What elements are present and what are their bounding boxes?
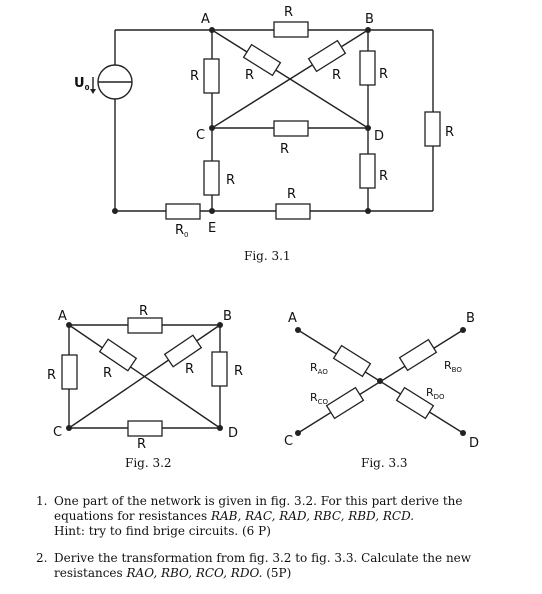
node-b-label: B	[365, 12, 374, 27]
fig33-node-c-label: C	[284, 434, 293, 449]
resistor-d-bottom	[359, 153, 376, 189]
fig33-center-node-dot	[377, 378, 383, 384]
fig32-node-c-dot	[66, 425, 72, 431]
fig33-node-a-dot	[295, 327, 301, 333]
fig33-r-do-label: RDO	[426, 386, 445, 401]
node-c-label: C	[196, 128, 205, 143]
r-d-bottom-label: R	[379, 169, 388, 184]
fig32-r-ab-label: R	[139, 304, 148, 319]
fig32-node-b-dot	[217, 322, 223, 328]
resistor-r0	[165, 203, 201, 220]
fig32-node-d-dot	[217, 425, 223, 431]
node-d-label: D	[374, 129, 384, 144]
task-number: 2.	[36, 551, 48, 565]
fig33-node-d-label: D	[469, 436, 479, 451]
fig33-r-bo-label: RBO	[444, 359, 462, 374]
task-text: One part of the network is given in fig.…	[54, 494, 463, 523]
task-hint: Hint: try to find brige circuits. (6 P)	[54, 524, 271, 538]
task-resistances: RAO, RBO, RCO, RDO.	[126, 566, 263, 580]
fig33-node-b-label: B	[466, 311, 475, 326]
fig32-resistor-bd	[211, 351, 228, 387]
r0-label: R0	[175, 223, 189, 239]
fig32-resistor-bc	[163, 334, 203, 368]
r-right-label: R	[445, 125, 454, 140]
resistor-ab	[273, 21, 309, 38]
fig-3-2-caption: Fig. 3.2	[125, 456, 172, 470]
fig32-r-bc-label: R	[185, 362, 194, 377]
r-e-bottom-label: R	[287, 187, 296, 202]
fig32-r-ac-label: R	[47, 368, 56, 383]
figure-3-1: A B C D E R R R R R R R R R R R0 U0 Fig.…	[74, 5, 454, 263]
fig32-node-b-label: B	[223, 309, 232, 324]
task-item-2: 2. Derive the transformation from fig. 3…	[36, 551, 520, 581]
task-resistances: RAB, RAC, RAD, RBC, RBD, RCD.	[210, 509, 415, 523]
fig33-node-b-dot	[460, 327, 466, 333]
fig32-resistor-cd	[127, 420, 163, 437]
fig32-resistor-ab	[127, 317, 163, 334]
bottom-left-dot	[112, 208, 118, 214]
fig33-node-a-label: A	[288, 311, 297, 326]
resistor-e-bottom	[275, 203, 311, 220]
fig32-r-ad-label: R	[103, 366, 112, 381]
fig32-resistor-ac	[61, 354, 78, 390]
fig33-node-d-dot	[460, 430, 466, 436]
r-ac-label: R	[190, 69, 199, 84]
fig32-node-c-label: C	[53, 425, 62, 440]
r-bd-label: R	[379, 67, 388, 82]
voltage-arrowhead-icon	[90, 89, 96, 94]
fig33-resistor-do	[395, 386, 435, 420]
r-cd-label: R	[280, 142, 289, 157]
r-ad-label: R	[245, 68, 254, 83]
fig32-node-a-dot	[66, 322, 72, 328]
node-d-dot	[365, 125, 371, 131]
resistor-ce	[203, 160, 220, 196]
fig33-resistor-ao	[332, 344, 372, 378]
bottom-right-dot	[365, 208, 371, 214]
fig33-resistor-bo	[398, 338, 438, 372]
resistor-right	[424, 111, 441, 147]
fig33-r-co-label: RCO	[310, 391, 329, 406]
node-b-dot	[365, 27, 371, 33]
task-item-1: 1. One part of the network is given in f…	[36, 494, 520, 539]
fig32-node-a-label: A	[58, 309, 67, 324]
u0-label: U0	[74, 76, 90, 92]
fig33-node-c-dot	[295, 430, 301, 436]
figure-3-2: A B C D R R R R R R Fig. 3.2	[47, 304, 243, 470]
fig33-r-ao-label: RAO	[310, 361, 328, 376]
b-c-diagonal	[211, 29, 369, 129]
fig32-r-cd-label: R	[137, 437, 146, 452]
fig32-node-d-label: D	[228, 426, 238, 441]
fig-3-3-caption: Fig. 3.3	[361, 456, 408, 470]
fig33-resistor-co	[325, 386, 365, 420]
node-c-dot	[209, 125, 215, 131]
fig-3-1-caption: Fig. 3.1	[244, 249, 291, 263]
figure-3-3: A B C D RAO RBO RCO RDO Fig. 3.3	[284, 311, 479, 470]
resistor-bc	[307, 39, 347, 73]
resistor-ac	[203, 58, 220, 94]
task-text: Derive the transformation from fig. 3.2 …	[54, 551, 472, 580]
node-a-dot	[209, 27, 215, 33]
fig32-resistor-ad	[98, 338, 138, 372]
node-e-label: E	[208, 221, 216, 236]
task-points: (5P)	[266, 566, 292, 580]
resistor-bd	[359, 50, 376, 86]
task-list: 1. One part of the network is given in f…	[36, 494, 520, 593]
fig32-r-bd-label: R	[234, 364, 243, 379]
r-ce-label: R	[226, 173, 235, 188]
r-bc-label: R	[332, 68, 341, 83]
resistor-cd	[273, 120, 309, 137]
node-e-dot	[209, 208, 215, 214]
node-a-label: A	[201, 12, 210, 27]
r-ab-label: R	[284, 5, 293, 20]
resistor-ad	[242, 43, 282, 77]
task-number: 1.	[36, 494, 48, 508]
